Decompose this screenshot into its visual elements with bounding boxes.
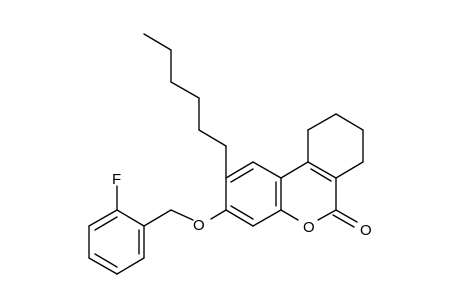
bond: [210, 209, 227, 220]
lactone-oxygen-label: O: [303, 219, 315, 236]
aromatic-ring-central: [225, 161, 282, 227]
aromatic-inner-bond: [94, 216, 118, 231]
fluorine-label: F: [112, 171, 121, 188]
bond: [143, 33, 172, 51]
cyclohexene-ring: [307, 113, 364, 179]
bond: [88, 209, 118, 227]
bond: [225, 209, 254, 227]
ether-oxygen-label: O: [193, 217, 205, 234]
bond: [252, 161, 282, 179]
bond: [280, 209, 299, 221]
bond: [143, 209, 172, 227]
bond: [310, 168, 332, 182]
hexyl-chain: [143, 33, 227, 179]
carbonyl-oxygen-label: O: [360, 222, 372, 239]
aromatic-inner-bond: [230, 205, 254, 220]
bond: [225, 161, 254, 179]
aromatic-inner-bond: [94, 253, 118, 268]
bond: [317, 209, 337, 221]
lactone-ring: [280, 161, 358, 228]
fluorophenyl-ring: [88, 185, 145, 275]
bond: [116, 257, 145, 275]
bond: [88, 257, 118, 275]
bond: [170, 209, 194, 221]
bond: [307, 161, 337, 179]
carbonyl-bond: [335, 209, 358, 223]
bond: [252, 209, 282, 227]
bond: [280, 161, 309, 179]
bond: [335, 161, 364, 179]
bond: [170, 81, 200, 99]
bond: [335, 113, 364, 131]
aromatic-inner-bond: [230, 168, 254, 183]
bond: [198, 129, 227, 147]
benzyloxy-linker: [143, 209, 227, 227]
bond: [116, 209, 145, 227]
atom-labels: F O O O: [112, 171, 372, 239]
bond: [307, 113, 337, 131]
carbonyl-bond: [332, 214, 355, 228]
